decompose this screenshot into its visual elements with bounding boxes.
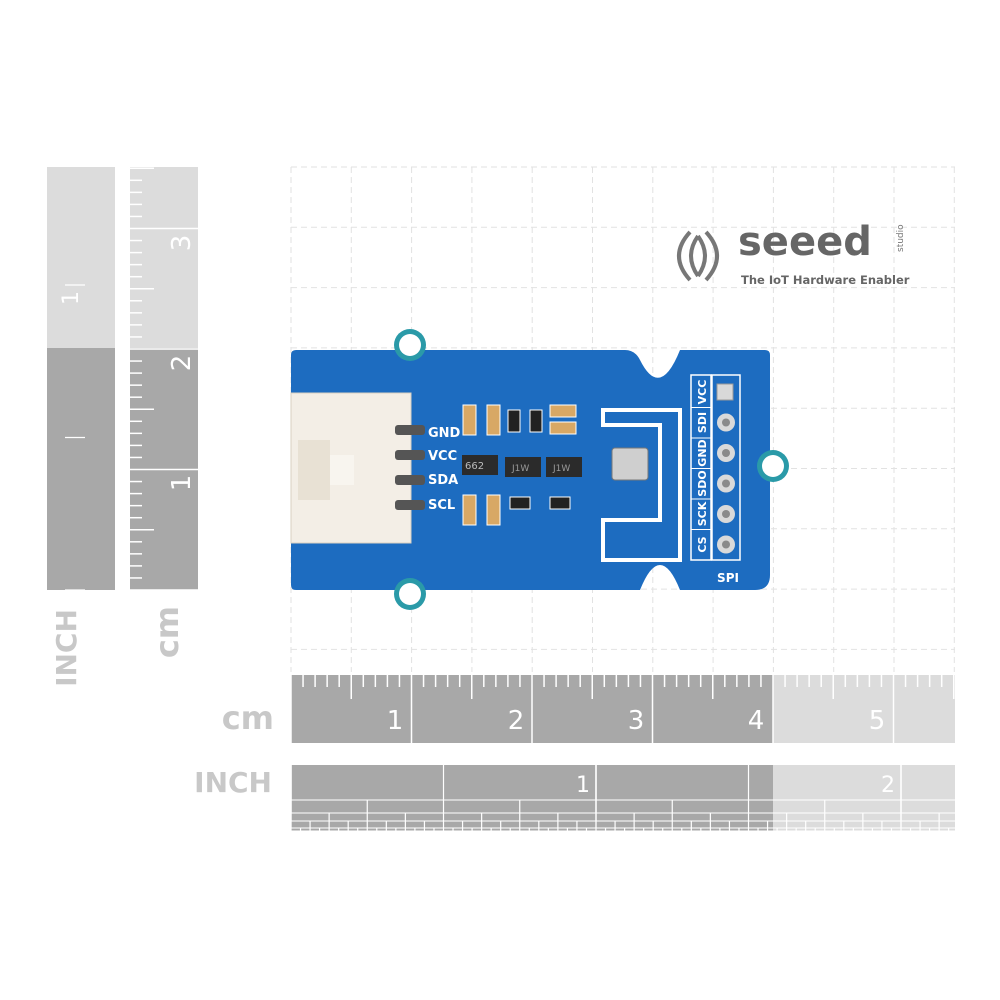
sensor-board: GND VCC SDA SCL 662 J1W J1W VCC SDI GND SDO… <box>290 329 789 610</box>
horizontal-inch-unit-label: INCH <box>194 766 272 799</box>
spi-pin-hole <box>722 418 730 427</box>
sensor-keepout <box>601 408 682 562</box>
spi-pin-label-cs: CS <box>696 536 709 552</box>
vertical-cm-number: 2 <box>167 355 197 372</box>
spi-pin-hole <box>722 510 730 518</box>
vertical-cm-ruler: 3 2 1 <box>130 167 198 591</box>
chip-marking: 662 <box>465 461 484 472</box>
logo-brand: seeed <box>738 219 872 265</box>
horizontal-cm-number: 3 <box>628 706 645 736</box>
grove-connector <box>290 392 425 544</box>
horizontal-inch-ruler: 1 2 <box>290 765 955 832</box>
horizontal-cm-unit-label: cm <box>222 699 274 737</box>
spi-label: SPI <box>717 571 739 585</box>
vertical-inch-number: 1 <box>59 291 84 305</box>
spi-pin-label-sdi: SDI <box>696 412 709 433</box>
spi-pin-label-sck: SCK <box>696 501 709 526</box>
chip-marking: J1W <box>552 464 570 474</box>
pin-label-vcc: VCC <box>428 449 457 464</box>
horizontal-inch-number: 2 <box>881 773 895 798</box>
chip <box>462 455 498 475</box>
bme-sensor-chip <box>611 447 649 481</box>
spi-pin-hole <box>722 479 730 488</box>
vertical-cm-number: 1 <box>167 475 197 492</box>
chip <box>505 457 541 477</box>
spi-pin-hole <box>722 540 730 549</box>
vertical-inch-unit-label: INCH <box>50 609 83 687</box>
passive-components <box>462 404 577 526</box>
pin-label-sda: SDA <box>428 473 458 488</box>
vertical-cm-unit-label: cm <box>148 606 186 658</box>
spi-pin-pad <box>716 383 734 401</box>
seeed-logo-icon <box>677 230 719 282</box>
seeed-logo: seeed studio The IoT Hardware Enabler <box>677 219 910 287</box>
spi-pin-box <box>711 374 741 561</box>
logo-tagline: The IoT Hardware Enabler <box>741 273 910 287</box>
horizontal-cm-number: 1 <box>387 706 404 736</box>
spi-pin-label-sdo: SDO <box>696 470 709 496</box>
vertical-cm-number: 3 <box>167 235 197 252</box>
pin-label-scl: SCL <box>428 498 455 513</box>
chip <box>546 457 582 477</box>
spi-pin-hole <box>722 449 730 457</box>
spi-label-box <box>690 374 712 561</box>
spi-pin-label-vcc: VCC <box>696 380 709 405</box>
spi-pin-label-gnd: GND <box>696 439 709 466</box>
horizontal-cm-number: 2 <box>508 706 525 736</box>
chip-marking: J1W <box>511 464 529 474</box>
spi-pins: VCC SDI GND SDO SCK CS <box>691 380 735 554</box>
horizontal-cm-ruler: 1 2 3 4 5 <box>290 675 955 743</box>
horizontal-cm-number: 5 <box>869 706 886 736</box>
pin-label-gnd: GND <box>428 426 461 441</box>
horizontal-inch-number: 1 <box>576 773 590 798</box>
logo-sub: studio <box>896 224 906 252</box>
horizontal-cm-number: 4 <box>748 706 765 736</box>
